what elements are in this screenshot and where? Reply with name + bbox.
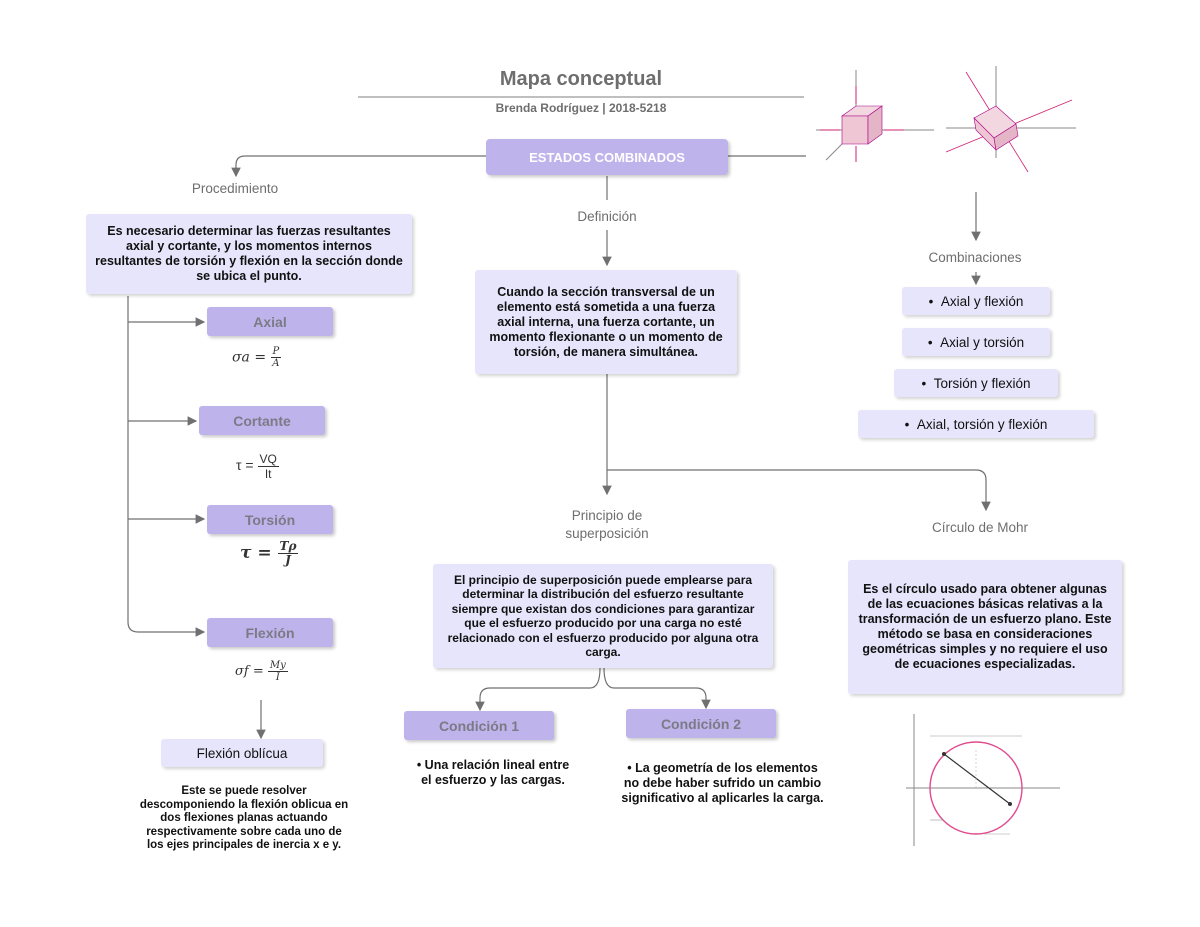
cortante-node[interactable]: Cortante xyxy=(199,406,325,435)
mohr-text: Es el círculo usado para obtener algunas… xyxy=(858,582,1112,671)
condicion-2-node[interactable]: Condición 2 xyxy=(626,709,776,738)
stress-cube-b xyxy=(945,66,1076,173)
superposicion-card: El principio de superposición puede empl… xyxy=(433,564,773,668)
torsion-formula-num: Tρ xyxy=(277,539,299,554)
stress-element-figure xyxy=(816,66,1076,173)
axial-formula-den: A xyxy=(272,358,280,369)
condicion-2-label: Condición 2 xyxy=(660,715,742,732)
axial-formula-lhs: σa = xyxy=(232,349,267,366)
mohr-label: Círculo de Mohr xyxy=(931,520,1029,535)
flexion-formula-lhs: σf = xyxy=(235,664,264,679)
bullet-icon: • xyxy=(927,334,941,350)
combinacion-label: Axial y flexión xyxy=(940,293,1024,309)
torsion-formula-lhs: τ = xyxy=(240,543,272,563)
bullet-icon: • xyxy=(416,758,425,772)
combinacion-label: Axial, torsión y flexión xyxy=(916,416,1048,432)
condicion-1-text: • Una relación lineal entre el esfuerzo … xyxy=(414,758,572,788)
cortante-formula-den: It xyxy=(264,467,272,481)
definicion-card: Cuando la sección transversal de un elem… xyxy=(475,270,737,374)
mohr-card: Es el círculo usado para obtener algunas… xyxy=(848,560,1122,694)
torsion-node[interactable]: Torsión xyxy=(207,505,333,534)
bullet-icon: • xyxy=(928,293,941,309)
flexion-formula-num: My xyxy=(267,660,288,672)
condicion-1-label: Condición 1 xyxy=(438,717,520,734)
page-title: Mapa conceptual xyxy=(499,68,663,90)
bullet-icon: • xyxy=(921,375,934,391)
definicion-text: Cuando la sección transversal de un elem… xyxy=(489,284,723,359)
cortante-formula-num: VQ xyxy=(257,452,279,467)
central-node-label: ESTADOS COMBINADOS xyxy=(529,149,685,165)
author-subtitle: Brenda Rodríguez | 2018-5218 xyxy=(495,101,667,115)
superposicion-label: Principio de superposición xyxy=(565,508,649,541)
combinacion-item[interactable]: • Torsión y flexión xyxy=(894,369,1058,397)
flexion-node[interactable]: Flexión xyxy=(207,618,333,647)
superposicion-text: El principio de superposición puede empl… xyxy=(447,572,759,660)
flexion-oblicua-node[interactable]: Flexión oblícua xyxy=(161,739,323,767)
torsion-formula-den: J xyxy=(285,553,291,567)
stress-cube-a xyxy=(816,70,934,162)
combinacion-item[interactable]: • Axial y flexión xyxy=(902,287,1050,315)
flexion-oblicua-label: Flexión oblícua xyxy=(196,745,288,761)
flexion-oblicua-text: Este se puede resolver descomponiendo la… xyxy=(139,785,349,851)
bullet-icon: • xyxy=(627,761,636,775)
axial-node[interactable]: Axial xyxy=(207,307,333,336)
mohr-circle-figure xyxy=(906,714,1060,846)
condicion-1-text-body: Una relación lineal entre el esfuerzo y … xyxy=(421,758,570,787)
combinacion-item[interactable]: • Axial, torsión y flexión xyxy=(858,410,1094,438)
procedimiento-card: Es necesario determinar las fuerzas resu… xyxy=(86,214,412,294)
axial-label: Axial xyxy=(253,313,287,330)
flexion-formula-den: I xyxy=(275,672,280,683)
procedimiento-label: Procedimiento xyxy=(191,181,279,196)
combinaciones-label: Combinaciones xyxy=(928,250,1022,265)
combinacion-label: Axial y torsión xyxy=(940,334,1025,350)
cortante-label: Cortante xyxy=(233,412,291,429)
condicion-2-text-body: La geometría de los elementos no debe ha… xyxy=(621,761,824,805)
bullet-icon: • xyxy=(904,416,917,432)
condicion-2-text: • La geometría de los elementos no debe … xyxy=(620,761,825,806)
cortante-formula-lhs: τ = xyxy=(236,457,254,474)
central-node[interactable]: ESTADOS COMBINADOS xyxy=(486,139,728,175)
condicion-1-node[interactable]: Condición 1 xyxy=(404,711,554,740)
torsion-label: Torsión xyxy=(244,511,296,528)
definicion-label: Definición xyxy=(577,209,637,224)
axial-formula-num: P xyxy=(270,346,282,358)
procedimiento-text: Es necesario determinar las fuerzas resu… xyxy=(95,224,403,283)
flexion-label: Flexión xyxy=(245,624,295,641)
combinacion-item[interactable]: • Axial y torsión xyxy=(902,328,1050,356)
combinacion-label: Torsión y flexión xyxy=(933,375,1031,391)
